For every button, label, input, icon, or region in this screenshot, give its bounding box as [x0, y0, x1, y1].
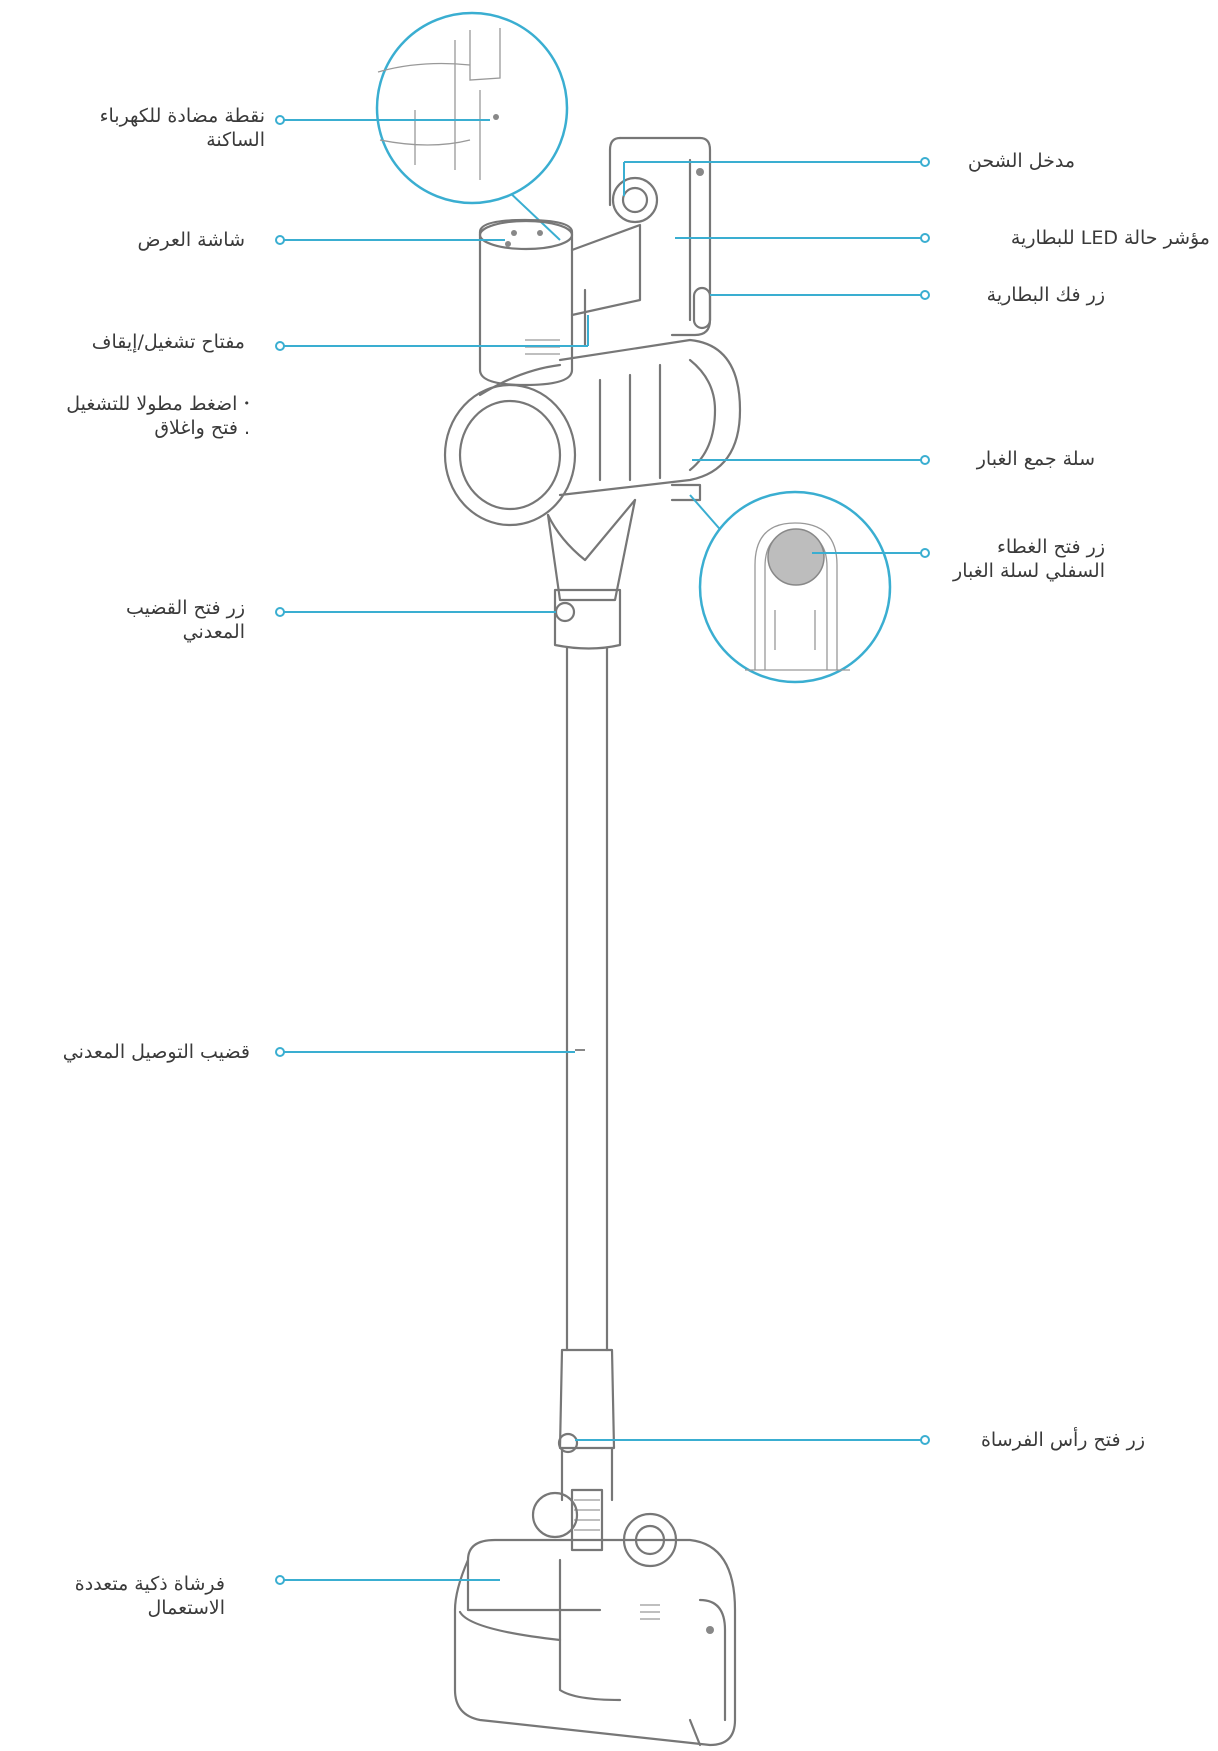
label-brush-head-release: زر فتح رأس الفرساة	[980, 1429, 1145, 1451]
label-metal-extension-rod: قضيب التوصيل المعدني	[62, 1041, 250, 1063]
label-charging-port: مدخل الشحن	[967, 150, 1075, 172]
metal-rod	[557, 646, 616, 1454]
label-battery-release: زر فك البطارية	[986, 284, 1105, 306]
label-power-switch: مفتاح تشغيل/إيقاف	[91, 331, 245, 353]
zoom-detail-antistatic	[375, 11, 569, 241]
zoom-detail-lid	[689, 490, 892, 684]
label-battery-led: مؤشر حالة LED للبطارية	[1010, 227, 1210, 249]
dust-bin	[443, 338, 742, 527]
motor-head	[478, 218, 642, 387]
label-smart-brush: فرشاة ذكية متعددة الاستعمال	[74, 1573, 225, 1619]
handle-bracket	[608, 136, 712, 337]
brush-assembly	[453, 1446, 737, 1747]
bullet-1: •	[243, 397, 251, 410]
label-dust-bin-lid-button: زر فتح الغطاء السفلي لسلة الغبار	[953, 536, 1105, 582]
power-note: • اضغط مطولا للتشغيل . فتح واغلاق	[25, 392, 250, 440]
bullet-2: .	[243, 417, 250, 439]
power-note-line-2: فتح واغلاق	[154, 417, 238, 439]
neck	[546, 498, 637, 650]
leader-lines	[275, 115, 930, 1585]
label-antistatic-point: نقطة مضادة للكهرباء الساكنة	[99, 105, 265, 151]
label-metal-rod-release: زر فتح القضيب المعدني	[125, 597, 245, 643]
label-dust-bin: سلة جمع الغبار	[976, 448, 1095, 470]
label-display-screen: شاشة العرض	[137, 229, 245, 251]
power-note-line-1: اضغط مطولا للتشغيل	[66, 393, 238, 415]
